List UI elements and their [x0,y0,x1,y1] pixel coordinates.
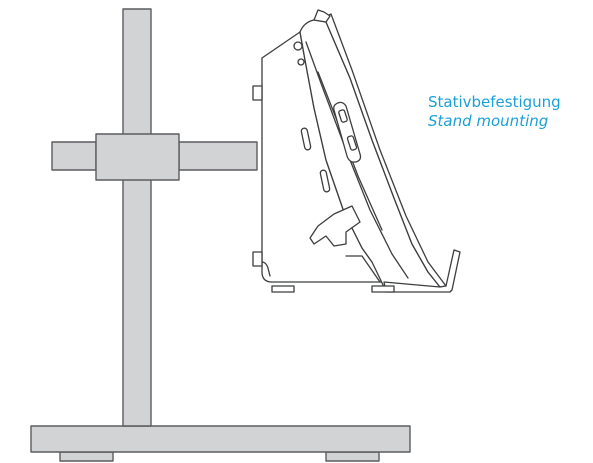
lab-stand [30,8,411,462]
device-side-view [252,9,461,293]
device-usb-port-2 [346,135,358,151]
stand-arm-right [178,141,258,171]
stand-base-plate [30,425,411,453]
device-rear-bumper-top [252,85,263,101]
stand-foot-right [325,451,380,462]
stand-arm-left [51,141,97,171]
stand-foot-left [59,451,114,462]
caption: Stativbefestigung Stand mounting [428,93,561,131]
device-foot-left [271,285,295,293]
caption-english: Stand mounting [428,112,549,130]
device-bottom-step [261,261,271,277]
device-rear-bumper-bottom [252,251,263,267]
stand-vertical-rod [122,8,152,427]
stand-clamp [95,133,180,181]
device-bottom-edge [345,255,381,283]
device-foot-right [371,285,395,293]
device-screw-mid [297,58,305,66]
device-rear-bracket [309,205,361,247]
device-screw-top [293,41,303,51]
device-vent-1 [300,127,312,151]
device-usb-port-1 [338,109,348,123]
device-vent-2 [319,169,331,193]
caption-german: Stativbefestigung [428,93,561,111]
device-top-clip [313,9,331,23]
device-inner-rail [305,41,409,279]
